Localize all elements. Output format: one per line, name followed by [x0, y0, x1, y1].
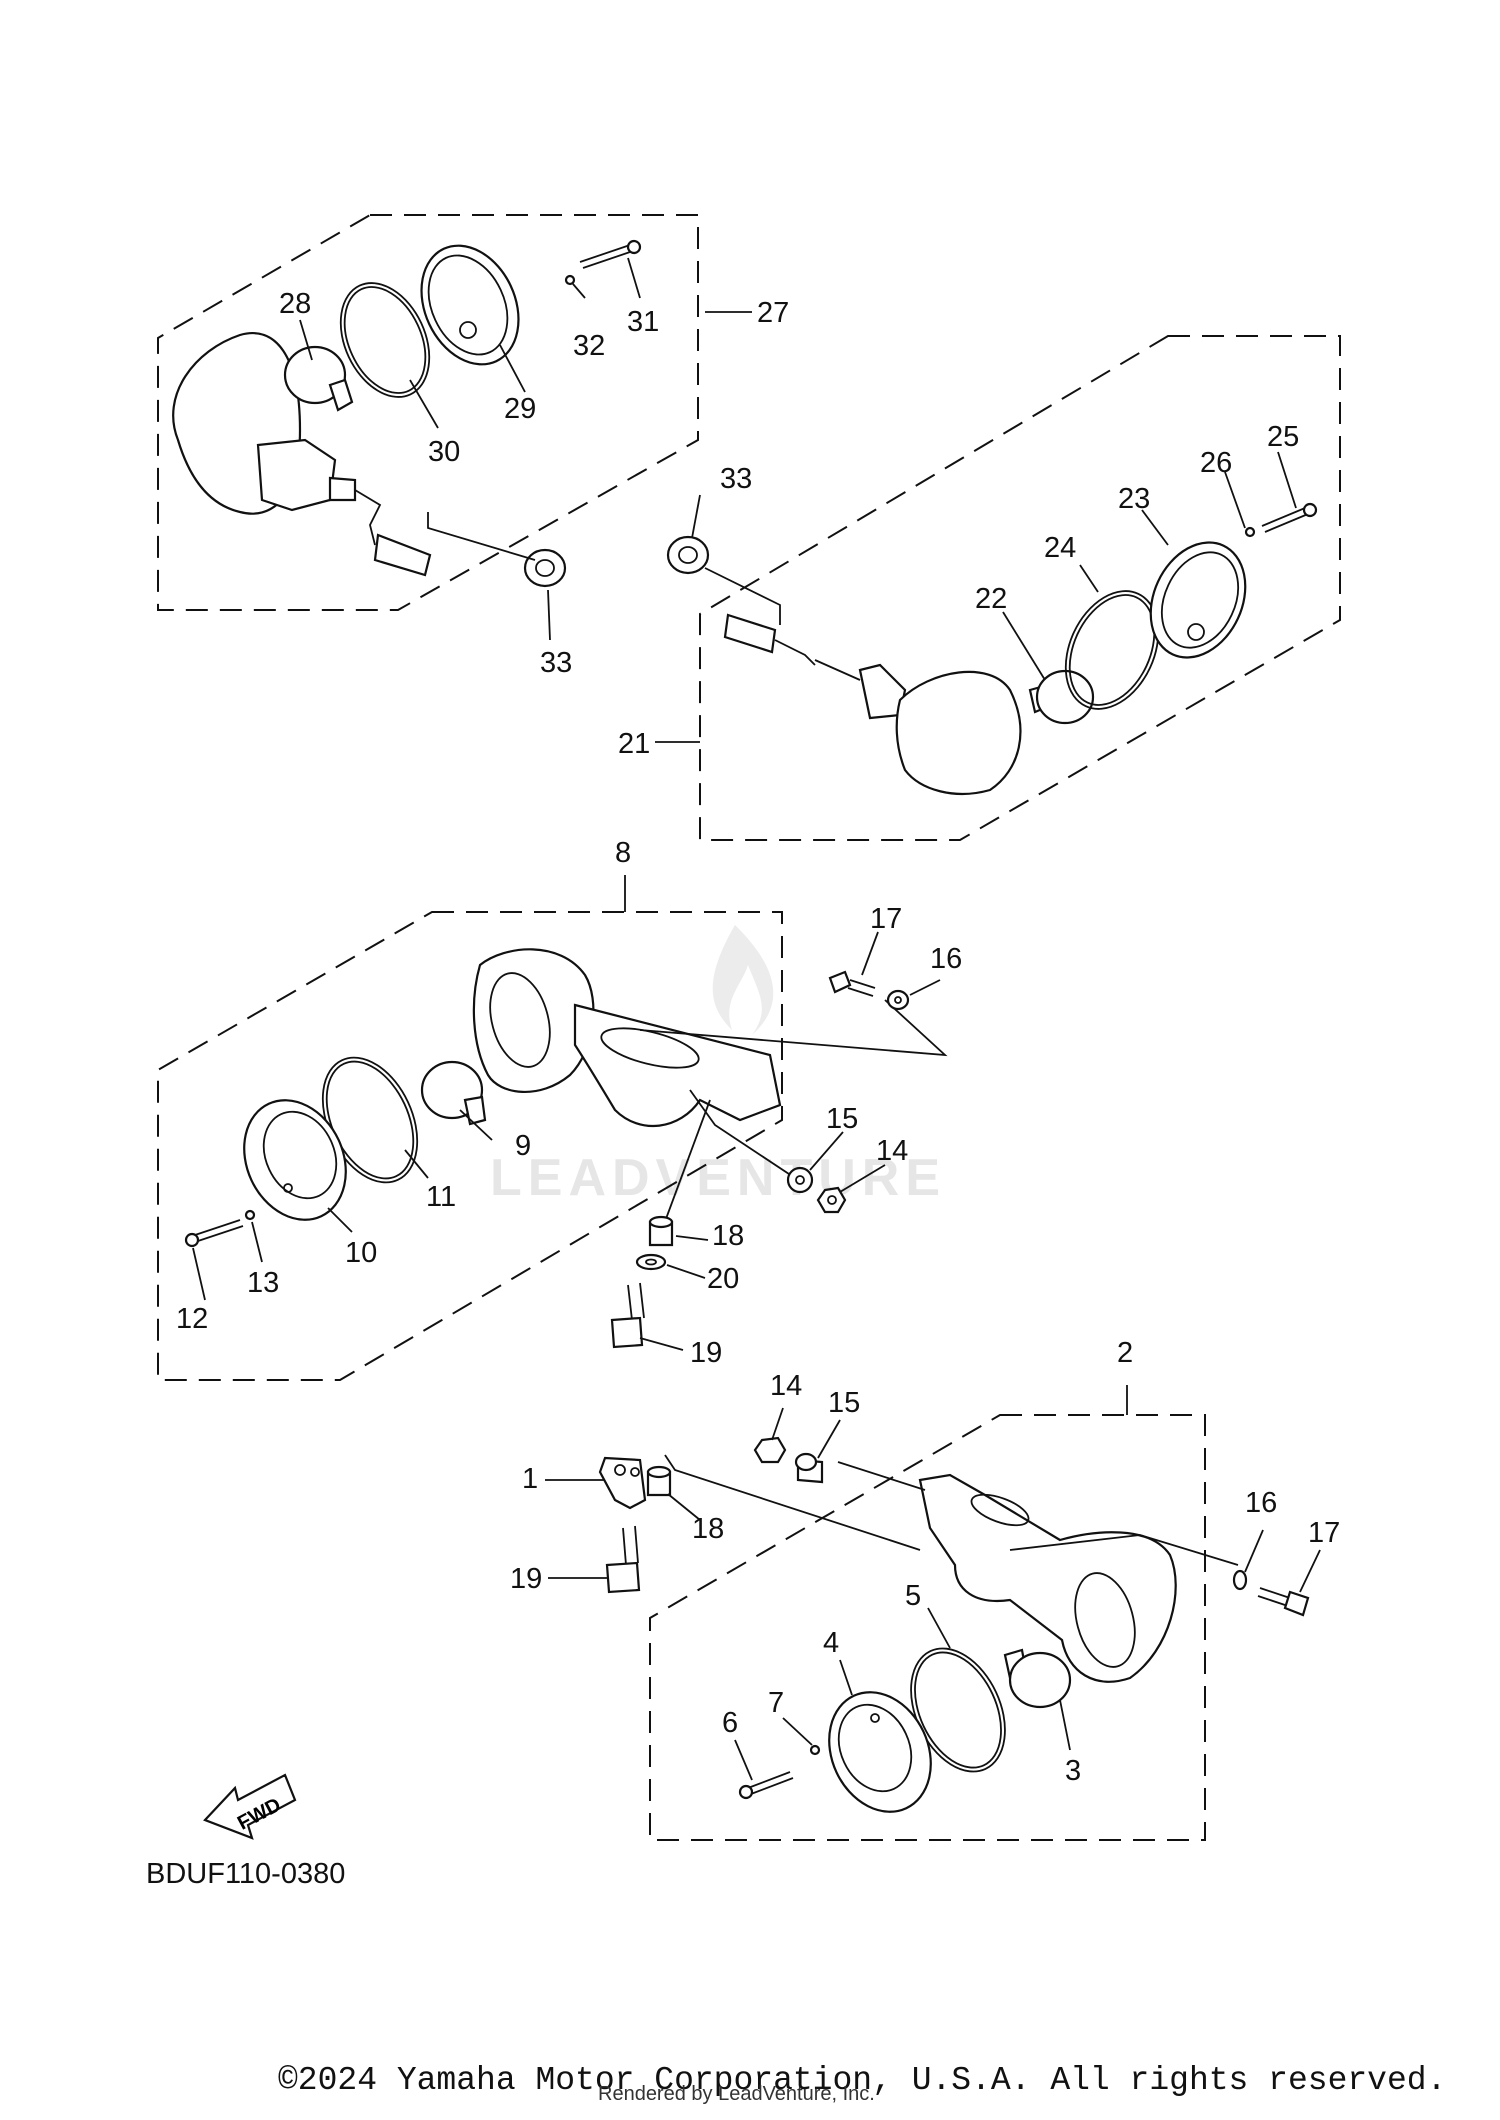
lens-29	[420, 244, 520, 366]
assembly-21-outline	[699, 335, 1341, 841]
bolt-19-lower	[605, 1525, 641, 1594]
grommet-33-right	[666, 535, 710, 575]
callout-5: 5	[905, 1580, 921, 1612]
callout-6: 6	[722, 1707, 738, 1739]
callout-18-upper: 18	[712, 1220, 744, 1252]
lens-23	[1149, 541, 1247, 659]
assembly-21	[655, 335, 1341, 841]
callout-17-lower: 17	[1308, 1517, 1340, 1549]
callout-13: 13	[247, 1267, 279, 1299]
callout-15-upper: 15	[826, 1103, 858, 1135]
callout-21: 21	[618, 728, 650, 760]
fwd-arrow-icon: FWD	[203, 1773, 297, 1840]
callout-19-upper: 19	[690, 1337, 722, 1369]
callout-17-upper: 17	[870, 903, 902, 935]
callout-33-right: 33	[720, 463, 752, 495]
nut-14-upper	[816, 1186, 847, 1214]
callout-1: 1	[522, 1463, 538, 1495]
washer-13	[244, 1209, 256, 1221]
screw-6	[738, 1771, 794, 1800]
screw-25	[1261, 502, 1318, 533]
bulb-28	[283, 345, 354, 412]
callout-14-upper: 14	[876, 1135, 908, 1167]
callout-8: 8	[615, 837, 631, 869]
callout-25: 25	[1267, 421, 1299, 453]
callout-10: 10	[345, 1237, 377, 1269]
callout-20: 20	[707, 1263, 739, 1295]
bulb-22	[1028, 669, 1095, 725]
assembly-27	[157, 214, 752, 641]
flasher-housing-21	[895, 670, 1022, 795]
callout-12: 12	[176, 1303, 208, 1335]
flasher-housing-2	[918, 1473, 1177, 1683]
callout-23: 23	[1118, 483, 1150, 515]
seal-30	[339, 282, 431, 398]
collar-18-lower	[646, 1465, 672, 1497]
bolt-19-upper	[610, 1282, 645, 1349]
bolt-17-lower	[1257, 1587, 1310, 1617]
callout-26: 26	[1200, 447, 1232, 479]
bulb-3	[1003, 1648, 1072, 1709]
callout-33-left: 33	[540, 647, 572, 679]
screw-17-upper	[828, 970, 876, 997]
callout-29: 29	[504, 393, 536, 425]
callout-7: 7	[768, 1687, 784, 1719]
callout-18-lower: 18	[692, 1513, 724, 1545]
flasher-housing-8	[472, 948, 595, 1094]
washer-20	[635, 1253, 667, 1271]
callout-30: 30	[428, 436, 460, 468]
assembly-8	[157, 875, 948, 1381]
callout-32: 32	[573, 330, 605, 362]
washer-7	[809, 1744, 821, 1756]
lens-10	[243, 1099, 347, 1221]
assembly-8-outline	[157, 911, 783, 1381]
callout-27: 27	[757, 297, 789, 329]
callout-14-lower: 14	[770, 1370, 802, 1402]
mounting-arm-8	[573, 1003, 782, 1128]
callout-labels: 28 30 29 32 31 27 33 33 25 26 23 24 22 2…	[176, 288, 1340, 1787]
callout-31: 31	[627, 306, 659, 338]
seal-24	[1064, 590, 1160, 710]
callout-3: 3	[1065, 1755, 1081, 1787]
callout-16-lower: 16	[1245, 1487, 1277, 1519]
callout-15-lower: 15	[828, 1387, 860, 1419]
nut-14-lower	[753, 1436, 787, 1464]
lens-4	[828, 1691, 932, 1813]
bracket-1	[598, 1456, 647, 1510]
callout-24: 24	[1044, 532, 1076, 564]
screw-31	[579, 239, 642, 269]
callout-4: 4	[823, 1627, 839, 1659]
diagram-code: BDUF110-0380	[146, 1858, 346, 1890]
screw-12	[184, 1219, 244, 1248]
washer-16-upper	[886, 989, 910, 1011]
callout-19-lower: 19	[510, 1563, 542, 1595]
callout-2: 2	[1117, 1337, 1133, 1369]
callout-9: 9	[515, 1130, 531, 1162]
assembly-27-outline	[157, 214, 699, 611]
collar-18-upper	[648, 1215, 674, 1247]
callout-22: 22	[975, 583, 1007, 615]
collar-15-lower	[794, 1452, 824, 1484]
bulb-9	[420, 1060, 487, 1126]
grommet-33-left	[523, 548, 567, 588]
washer-16-lower	[1232, 1569, 1248, 1591]
callout-16-upper: 16	[930, 943, 962, 975]
assembly-2	[545, 1385, 1321, 1841]
rendered-by-note: Rendered by LeadVenture, Inc.	[598, 2083, 875, 2105]
assembly-2-outline	[649, 1414, 1206, 1841]
washer-26	[1244, 526, 1256, 538]
washer-32	[564, 274, 576, 286]
copyright-notice: ©2024 Yamaha Motor Corporation, U.S.A. A…	[278, 2062, 1447, 2099]
callout-11: 11	[426, 1181, 456, 1213]
collar-15-upper	[786, 1166, 814, 1194]
callout-28: 28	[279, 288, 311, 320]
